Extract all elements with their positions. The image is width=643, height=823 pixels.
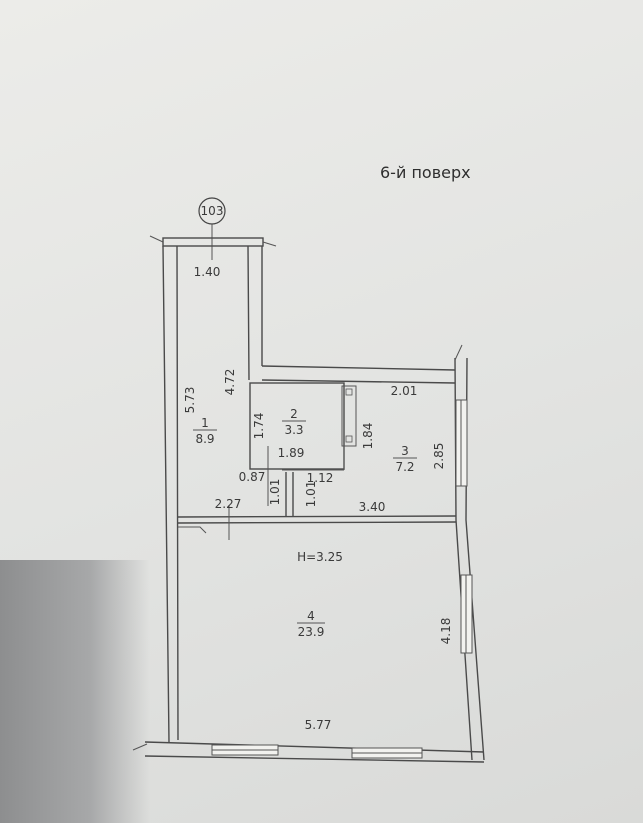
dim-2-01: 2.01: [391, 384, 418, 398]
dim-1-40: 1.40: [194, 265, 221, 279]
room-1-number: 1: [201, 416, 209, 430]
room-3-number: 3: [401, 444, 409, 458]
room-2-number: 2: [290, 407, 298, 421]
dim-1-74: 1.74: [252, 413, 266, 440]
dim-3-40: 3.40: [359, 500, 386, 514]
dim-1-12: 1.12: [307, 471, 334, 485]
floor-title: 6-й поверх: [380, 163, 471, 182]
room-4-area: 23.9: [298, 625, 325, 639]
ceiling-height: H=3.25: [297, 550, 343, 564]
photo-shadow: [0, 560, 150, 823]
room-2-area: 3.3: [284, 423, 303, 437]
dim-1-89: 1.89: [278, 446, 305, 460]
room-labels: 1 8.9 2 3.3 3 7.2 4 23.9 H=3.25: [193, 407, 417, 639]
dim-5-77: 5.77: [305, 718, 332, 732]
dim-1-01-right: 1.01: [304, 481, 318, 508]
dim-4-18: 4.18: [439, 618, 453, 645]
room-4-number: 4: [307, 609, 315, 623]
dim-2-85: 2.85: [432, 443, 446, 470]
dim-4-72: 4.72: [223, 369, 237, 396]
interior-walls: [177, 382, 457, 540]
dim-2-27: 2.27: [215, 497, 242, 511]
room-1-area: 8.9: [195, 432, 214, 446]
dim-0-87: 0.87: [239, 470, 266, 484]
room-3-area: 7.2: [395, 460, 414, 474]
dim-1-84: 1.84: [361, 423, 375, 450]
dim-1-01-left: 1.01: [268, 479, 282, 506]
dim-5-73: 5.73: [183, 387, 197, 414]
apartment-number: 103: [201, 204, 224, 218]
dimension-labels: 1.40 5.73 4.72 2.01 1.74 1.84 2.85 1.89 …: [183, 265, 453, 732]
outer-walls: [132, 235, 485, 763]
